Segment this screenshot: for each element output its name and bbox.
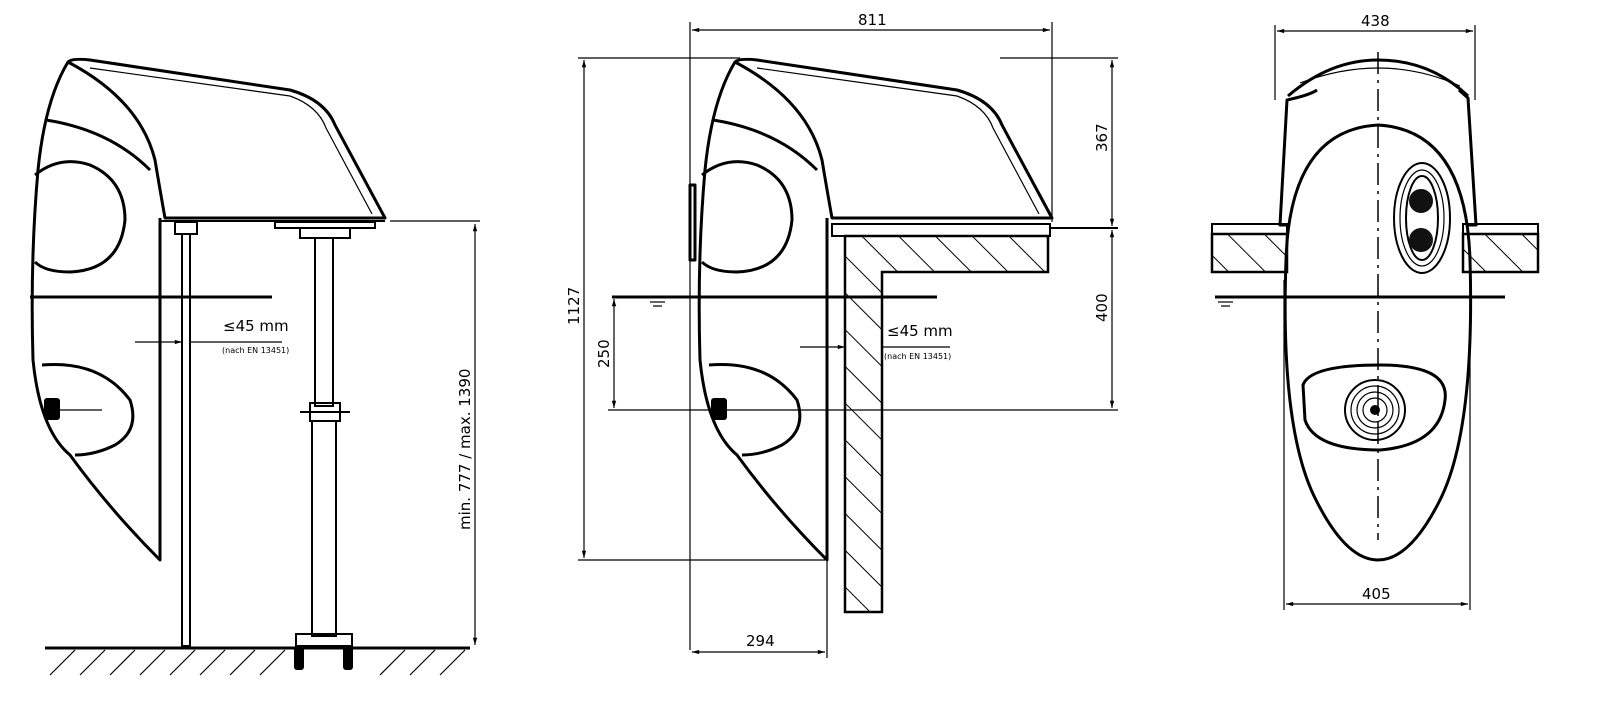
- nozzle-height-label: 250: [595, 339, 613, 368]
- gap-note-wall: (nach EN 13451): [884, 352, 951, 361]
- lower-height-label: 400: [1093, 293, 1111, 322]
- side-view-wall-mounted: 811 1127 367 400 250 ≤45 mm (nach EN 134…: [565, 11, 1118, 658]
- bottom-width-label: 405: [1362, 585, 1391, 603]
- gap-note: (nach EN 13451): [222, 346, 289, 355]
- height-range-label: min. 777 / max. 1390: [456, 369, 474, 530]
- gap-label-wall: ≤45 mm: [887, 322, 953, 340]
- base-depth-label: 294: [746, 632, 775, 650]
- top-width-label: 438: [1361, 12, 1390, 30]
- side-view-stand-mounted: ≤45 mm (nach EN 13451) min. 777 / max. 1…: [30, 57, 480, 676]
- gap-label: ≤45 mm: [223, 317, 289, 335]
- front-view: 438 405: [1210, 12, 1540, 610]
- height-total-label: 1127: [565, 287, 583, 325]
- upper-height-label: 367: [1093, 123, 1111, 152]
- width-total-label: 811: [858, 11, 887, 29]
